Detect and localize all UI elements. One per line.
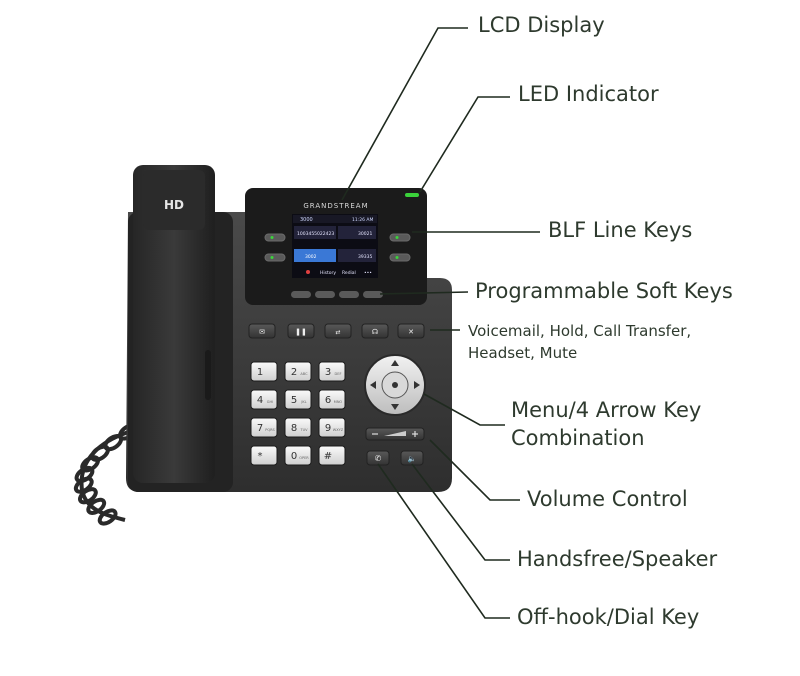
label-function-keys-line1: Voicemail, Hold, Call Transfer, (468, 322, 692, 340)
keypad-letters: DEF (335, 372, 342, 376)
keypad-digit: 0 (291, 451, 297, 462)
lcd-screen: 3000 11:26 AM 1003455022423 30021 3002 3… (292, 214, 378, 278)
keypad-digit: 7 (257, 423, 263, 434)
keypad-key-3[interactable]: 3 DEF (318, 361, 346, 382)
headset-key (361, 323, 389, 339)
keypad-digit: 9 (325, 423, 331, 434)
keypad-letters: OPER (299, 456, 309, 460)
mute-key (397, 323, 425, 339)
keypad-digit: * (258, 451, 263, 462)
screen-line-2: 3002 (305, 254, 317, 260)
status-ext: 3000 (300, 217, 313, 223)
svg-text:✆: ✆ (375, 454, 382, 463)
keypad-key-1[interactable]: 1 (250, 361, 278, 382)
keypad-digit: 5 (291, 395, 297, 406)
label-handsfree-speaker: Handsfree/Speaker (517, 547, 718, 571)
hold-key (287, 323, 315, 339)
keypad-letters: PQRS (265, 428, 275, 432)
keypad-digit: 6 (325, 395, 331, 406)
screen-line-right-1: 30021 (358, 231, 372, 237)
keypad-letters: JKL (300, 400, 306, 404)
handset (133, 165, 215, 483)
screen-line-right-2: 39335 (358, 254, 372, 260)
svg-text:✕: ✕ (408, 328, 414, 336)
keypad-letters: MNO (334, 400, 343, 404)
keypad-digit: 1 (257, 367, 263, 378)
hd-label: HD (164, 198, 184, 212)
svg-text:✉: ✉ (259, 328, 265, 336)
keypad-letters: ABC (300, 372, 308, 376)
keypad-letters: WXYZ (333, 428, 344, 432)
label-menu-key-line1: Menu/4 Arrow Key (511, 398, 702, 422)
svg-text:☊: ☊ (372, 328, 378, 336)
brand-logo: GRANDSTREAM (303, 202, 368, 210)
handset-earpiece (143, 170, 205, 230)
keypad-key-4[interactable]: 4 GHI (250, 389, 278, 410)
transfer-key (324, 323, 352, 339)
label-volume-control: Volume Control (527, 487, 688, 511)
screen-softkey-1: History (320, 270, 336, 276)
voicemail-key (248, 323, 276, 339)
keypad-key-hash[interactable]: # (318, 445, 346, 466)
label-lcd-display: LCD Display (478, 13, 605, 37)
keypad-letters: GHI (267, 400, 273, 404)
status-time: 11:26 AM (352, 217, 373, 223)
keypad-digit: 8 (291, 423, 297, 434)
label-blf-line-keys: BLF Line Keys (548, 218, 693, 242)
screen-line-1: 1003455022423 (297, 231, 334, 237)
label-menu-key-line2: Combination (511, 426, 645, 450)
label-led-indicator: LED Indicator (518, 82, 659, 106)
nav-cluster[interactable] (364, 354, 426, 416)
leader-lines (341, 27, 540, 619)
keypad-digit: 4 (257, 395, 263, 406)
svg-text:❚❚: ❚❚ (295, 328, 307, 336)
soft-keys[interactable] (291, 291, 383, 298)
keypad-letters: TUV (299, 428, 308, 432)
screen-softkey-3: ••• (364, 271, 372, 276)
keypad-digit: 2 (291, 367, 297, 378)
keypad-digit: 3 (325, 367, 331, 378)
screen-softkey-2: Redial (342, 270, 356, 276)
label-function-keys-line2: Headset, Mute (468, 344, 578, 362)
function-keys[interactable]: ✉ ❚❚ ⇄ ☊ ✕ (248, 323, 425, 339)
led-indicator (405, 193, 419, 197)
handset-grip (205, 350, 211, 400)
svg-text:⇄: ⇄ (335, 329, 340, 336)
coiled-cord (73, 423, 138, 526)
blf-line-keys[interactable] (264, 233, 411, 262)
dial-speaker-keys[interactable]: ✆ 🔈 (366, 450, 424, 466)
label-programmable-soft-keys: Programmable Soft Keys (475, 279, 733, 303)
keypad-digit: # (324, 451, 332, 462)
keypad-key-star[interactable]: * (250, 445, 278, 466)
label-offhook-dial-key: Off-hook/Dial Key (517, 605, 700, 629)
svg-text:🔈: 🔈 (408, 455, 417, 463)
volume-control[interactable] (365, 427, 425, 441)
